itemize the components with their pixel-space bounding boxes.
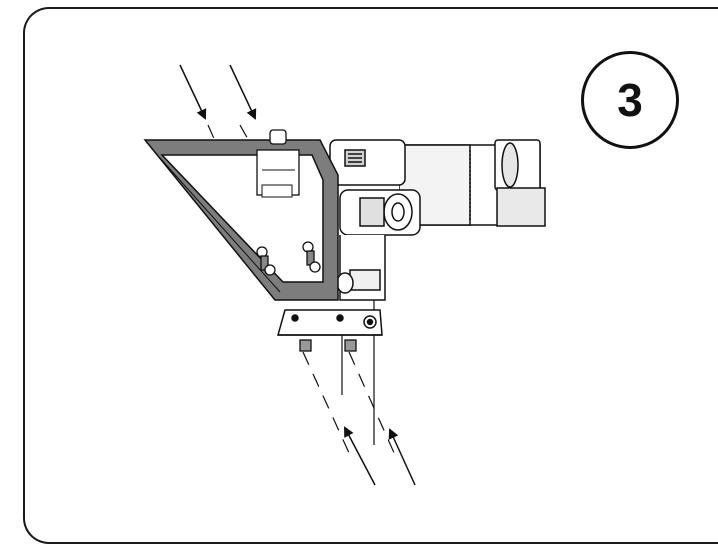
mounting-plate (277, 309, 383, 336)
step-number: 3 (617, 74, 643, 126)
step-number-badge: 3 (581, 51, 679, 149)
mounting-bracket (143, 129, 339, 301)
bottom-guide-lines (302, 351, 396, 456)
screw-icon (256, 241, 321, 276)
nut-icon (299, 339, 357, 352)
camera-head (329, 139, 546, 301)
insert-arrow-icon-top (179, 64, 257, 120)
insert-arrow-icon-bottom (344, 426, 416, 486)
